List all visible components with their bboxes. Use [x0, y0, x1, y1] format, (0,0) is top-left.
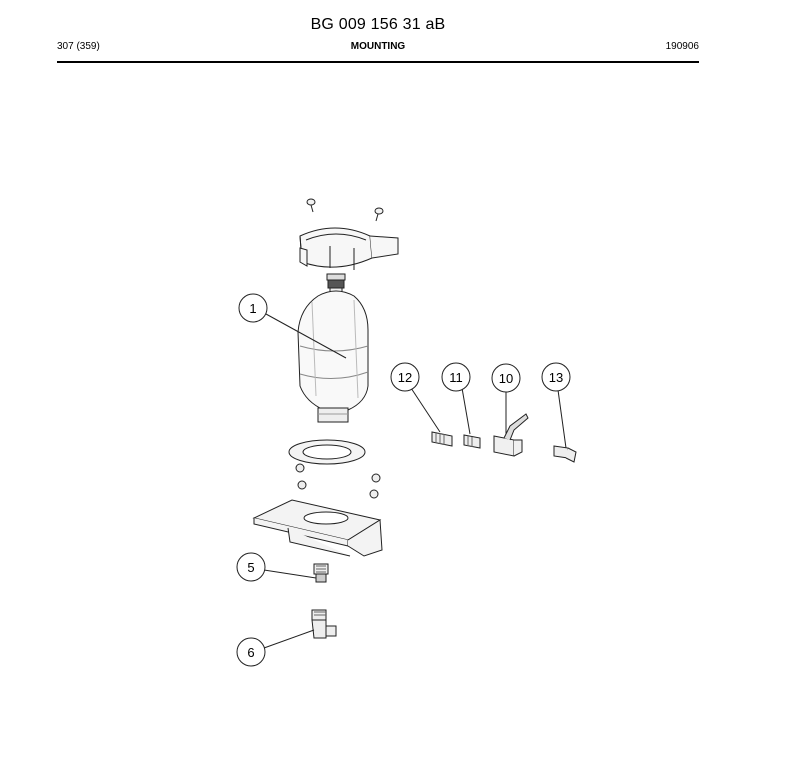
- mounting-screws: [295, 463, 381, 499]
- callout-11: 11: [441, 362, 471, 392]
- callout-10: 10: [491, 363, 521, 393]
- page-reference: 307 (359): [57, 41, 100, 52]
- callout-12: 12: [390, 362, 420, 392]
- callout-13: 13: [541, 362, 571, 392]
- clamp-bracket: [299, 227, 399, 270]
- header-rule: [57, 61, 699, 63]
- callout-1: 1: [238, 293, 268, 323]
- fitting-11: [463, 434, 481, 449]
- accumulator-top-valve: [326, 273, 346, 293]
- leader-lines: [263, 313, 567, 649]
- svg-text:13: 13: [549, 370, 563, 385]
- svg-text:1: 1: [249, 301, 256, 316]
- elbow-fitting-13: [553, 445, 577, 463]
- date-code: 190906: [665, 41, 699, 52]
- top-screw-right: [374, 207, 384, 222]
- document-number: BG 009 156 31 aB: [310, 16, 446, 33]
- svg-text:10: 10: [499, 371, 513, 386]
- callout-6: 6: [236, 637, 266, 667]
- fitting-12: [431, 431, 453, 447]
- ball-valve-10: [493, 413, 529, 457]
- mounting-plate: [252, 499, 383, 557]
- svg-text:6: 6: [247, 645, 254, 660]
- svg-text:12: 12: [398, 370, 412, 385]
- svg-text:11: 11: [449, 370, 463, 385]
- elbow-fitting-6: [311, 609, 337, 639]
- top-screw-left: [306, 198, 316, 213]
- fitting-5: [313, 563, 329, 583]
- section-title: MOUNTING: [350, 41, 406, 52]
- gasket-ring: [288, 439, 366, 465]
- svg-text:5: 5: [247, 560, 254, 575]
- accumulator-body: [297, 290, 369, 423]
- callout-5: 5: [236, 552, 266, 582]
